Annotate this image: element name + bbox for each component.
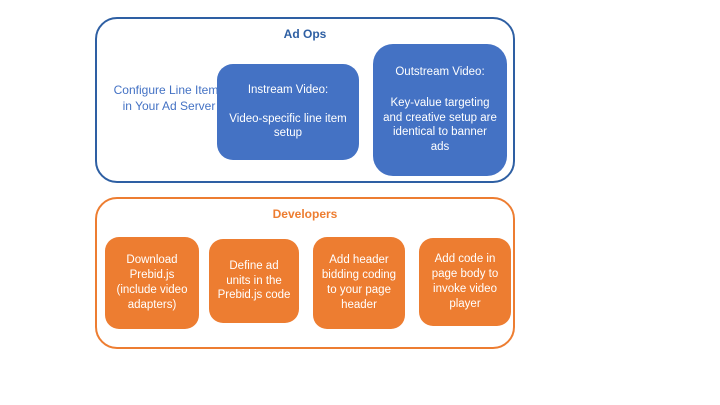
- developer-step-header-bidding: Add header bidding coding to your page h…: [313, 237, 405, 329]
- instream-video-box-title: Instream Video:: [247, 83, 329, 96]
- developers-title: Developers: [272, 207, 338, 221]
- instream-video-box: Instream Video: Video-specific line item…: [217, 64, 359, 160]
- developer-step-define-ad-units: Define ad units in the Prebid.js code: [209, 239, 299, 323]
- instream-video-box-body: Video-specific line item setup: [229, 112, 347, 140]
- developer-step-invoke-player: Add code in page body to invoke video pl…: [419, 238, 511, 326]
- ad-ops-title: Ad Ops: [283, 27, 327, 41]
- outstream-video-box: Outstream Video: Key-value targeting and…: [373, 44, 507, 176]
- outstream-video-box-body: Key-value targeting and creative setup a…: [383, 96, 497, 154]
- configure-line-items-text: Configure Line Items in Your Ad Server: [113, 83, 225, 114]
- ad-ops-group: Ad Ops Configure Line Items in Your Ad S…: [95, 17, 515, 183]
- developers-group: Developers Download Prebid.js (include v…: [95, 197, 515, 349]
- outstream-video-box-title: Outstream Video:: [395, 65, 485, 78]
- developer-step-download-prebid: Download Prebid.js (include video adapte…: [105, 237, 199, 329]
